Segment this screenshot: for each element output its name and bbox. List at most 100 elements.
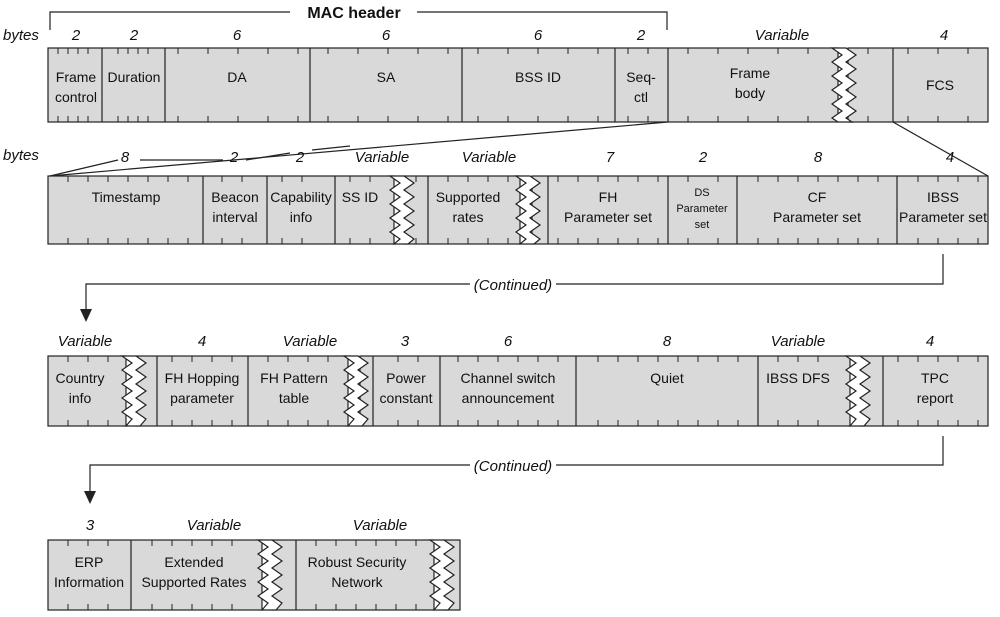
- field-label: Parameter: [676, 203, 728, 215]
- field-label: Seq-: [626, 69, 656, 85]
- field-size: Variable: [353, 517, 407, 534]
- field-size: 8: [814, 149, 823, 166]
- field-size: Variable: [355, 149, 409, 166]
- field-label: body: [735, 85, 765, 101]
- field-label: Power: [386, 370, 426, 386]
- field-label: interval: [212, 209, 257, 225]
- field-label: constant: [380, 390, 433, 406]
- field-label: announcement: [462, 390, 555, 406]
- field-label: Duration: [108, 69, 161, 85]
- field-size: 2: [129, 27, 139, 44]
- ie-box-6: [271, 539, 435, 611]
- truncation-zigzag: [844, 355, 872, 427]
- mac-header-bracket: [49, 11, 668, 30]
- truncation-zigzag: [830, 47, 858, 123]
- field-label: info: [290, 209, 313, 225]
- continued-label: (Continued): [474, 458, 552, 475]
- field-size: 4: [946, 149, 954, 166]
- beacon-box-2: [403, 175, 521, 245]
- field-label: Parameter set: [773, 209, 861, 225]
- continuation-arrowhead: [84, 491, 96, 504]
- field-size: 7: [606, 149, 615, 166]
- field-size: Variable: [283, 333, 337, 350]
- bytes-label: bytes: [3, 147, 39, 164]
- field-label: control: [55, 89, 97, 105]
- field-label: info: [69, 390, 92, 406]
- field-label: Beacon: [211, 189, 258, 205]
- field-label: TPC: [921, 370, 949, 386]
- field-label: IBSS DFS: [766, 370, 830, 386]
- field-size: 6: [534, 27, 543, 44]
- truncation-zigzag: [342, 355, 370, 427]
- mac-header-label: MAC header: [307, 5, 400, 22]
- field-label: DS: [694, 187, 709, 199]
- continuation-line: [85, 254, 944, 310]
- truncation-zigzag: [120, 355, 148, 427]
- field-size: 2: [698, 149, 708, 166]
- field-label: set: [695, 219, 710, 231]
- bytes-label: bytes: [3, 27, 39, 44]
- truncation-zigzag: [514, 175, 542, 245]
- field-label: Quiet: [650, 370, 684, 386]
- field-size: 2: [229, 149, 239, 166]
- field-label: FH Hopping: [165, 370, 240, 386]
- field-size: 6: [504, 333, 513, 350]
- field-label: SS ID: [342, 189, 379, 205]
- field-size: Variable: [462, 149, 516, 166]
- field-label: FH: [599, 189, 618, 205]
- field-label: rates: [452, 209, 483, 225]
- field-label: BSS ID: [515, 69, 561, 85]
- field-label: Parameter set: [564, 209, 652, 225]
- field-label: Information: [54, 574, 124, 590]
- field-size: 3: [401, 333, 410, 350]
- ie-box-4: [859, 355, 989, 427]
- field-label: CF: [808, 189, 827, 205]
- row-beacon-body: bytes 8 2 2 Variable Variable 7 2 8 4 Ti…: [3, 145, 989, 245]
- field-size: 4: [940, 27, 948, 44]
- field-label: FH Pattern: [260, 370, 328, 386]
- row-information-elements-2: 3 Variable Variable ERP Information Exte…: [47, 517, 461, 611]
- field-size: 3: [86, 517, 95, 534]
- ie-box-2: [135, 355, 349, 427]
- field-size: 2: [71, 27, 81, 44]
- field-label: Supported: [436, 189, 501, 205]
- field-label: DA: [227, 69, 247, 85]
- field-size: 6: [233, 27, 242, 44]
- field-size: 8: [121, 149, 130, 166]
- beacon-box-3: [531, 175, 989, 245]
- field-label: Country: [55, 370, 104, 386]
- expansion-line-left: [49, 121, 669, 177]
- field-label: Frame: [56, 69, 97, 85]
- expansion-line-right: [892, 121, 989, 177]
- ie-box-3: [359, 355, 851, 427]
- field-size: 2: [636, 27, 646, 44]
- field-label: Parameter set: [899, 209, 987, 225]
- beacon-box-1: [47, 175, 395, 245]
- field-label: SA: [377, 69, 396, 85]
- truncation-zigzag: [428, 539, 456, 611]
- field-label: Timestamp: [92, 189, 161, 205]
- field-size: 4: [926, 333, 934, 350]
- field-label: Extended: [164, 554, 223, 570]
- field-label: table: [279, 390, 310, 406]
- field-label: report: [917, 390, 954, 406]
- field-label: ctl: [634, 89, 648, 105]
- row-mac-frame: MAC header bytes 2 2 6 6 6 2 Variable 4 …: [3, 5, 989, 123]
- continued-label: (Continued): [474, 277, 552, 294]
- row-information-elements-1: Variable 4 Variable 3 6 8 Variable 4 Cou…: [47, 333, 989, 427]
- size-connectors: [49, 145, 351, 177]
- field-label: Robust Security: [308, 554, 407, 570]
- field-label: Channel switch: [461, 370, 556, 386]
- continuation-line: [89, 436, 944, 492]
- truncation-zigzag: [388, 175, 416, 245]
- field-label: parameter: [170, 390, 234, 406]
- ie-box-1: [47, 355, 127, 427]
- field-label: FCS: [926, 77, 954, 93]
- field-label: Supported Rates: [141, 574, 246, 590]
- field-size: Variable: [58, 333, 112, 350]
- truncation-zigzag: [256, 539, 284, 611]
- field-size: 8: [663, 333, 672, 350]
- field-size: Variable: [771, 333, 825, 350]
